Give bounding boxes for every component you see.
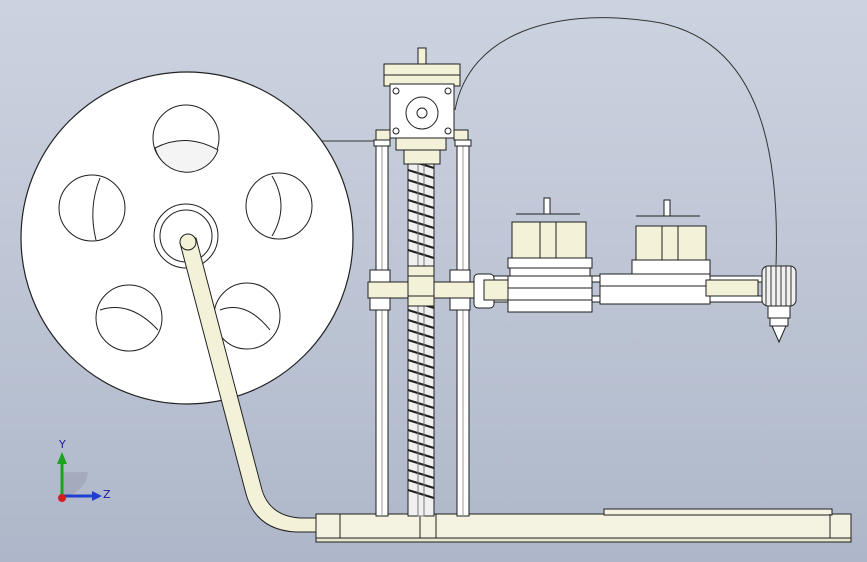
- triad-graphic: [57, 452, 102, 502]
- filament-wire: [454, 17, 777, 266]
- spool-hole-upper-left: [58, 174, 126, 242]
- x-axis-dot: [58, 494, 66, 502]
- triad-z-label: Z: [103, 488, 111, 501]
- carriage-left[interactable]: [507, 197, 593, 313]
- y-axis-arrow: [57, 452, 67, 464]
- spool-hole-upper-right: [245, 172, 313, 240]
- orientation-triad: Y Z: [40, 438, 120, 510]
- spool-hole-lower-right: [213, 282, 281, 350]
- lead-screw[interactable]: [407, 151, 435, 517]
- nozzle: [771, 325, 787, 344]
- z-axis-arrow: [92, 491, 102, 501]
- z-stepper-motor[interactable]: [373, 47, 472, 165]
- base-plate[interactable]: [315, 508, 852, 543]
- spool-hole-lower-left: [95, 284, 163, 352]
- extruder-head[interactable]: [761, 265, 797, 344]
- carriage-right[interactable]: [599, 199, 759, 305]
- triad-y-label: Y: [59, 438, 66, 451]
